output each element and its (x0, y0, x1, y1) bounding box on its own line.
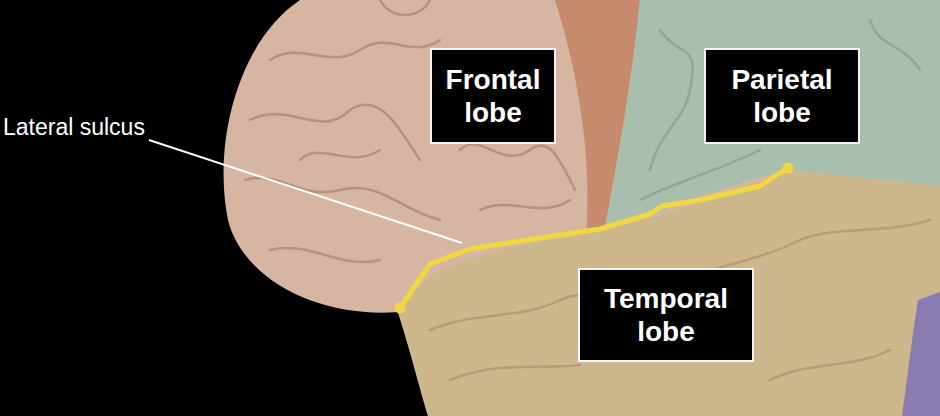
lobe-name: Frontal lobe (442, 63, 544, 129)
lobe-text-group: Temporal lobe (590, 282, 742, 348)
occipital-region (902, 292, 940, 416)
gyri-lines (245, 0, 575, 262)
lobe-text-group: Frontal lobe (442, 63, 544, 129)
lobe-label-box: Parietal lobe (704, 48, 860, 144)
lobe-name: Temporal lobe (590, 282, 742, 348)
lobe-name: Parietal lobe (716, 63, 848, 129)
callout-label: Lateral sulcus (3, 114, 145, 142)
frontal-region (224, 0, 940, 416)
lobe-label-box: Temporal lobe (578, 268, 754, 362)
lobe-label-box: Frontal lobe (430, 48, 556, 144)
sulcus-end-dot (783, 163, 794, 174)
sulcus-end-dot (395, 303, 406, 314)
leader-line (149, 140, 462, 243)
lobe-text-group: Parietal lobe (716, 63, 848, 129)
